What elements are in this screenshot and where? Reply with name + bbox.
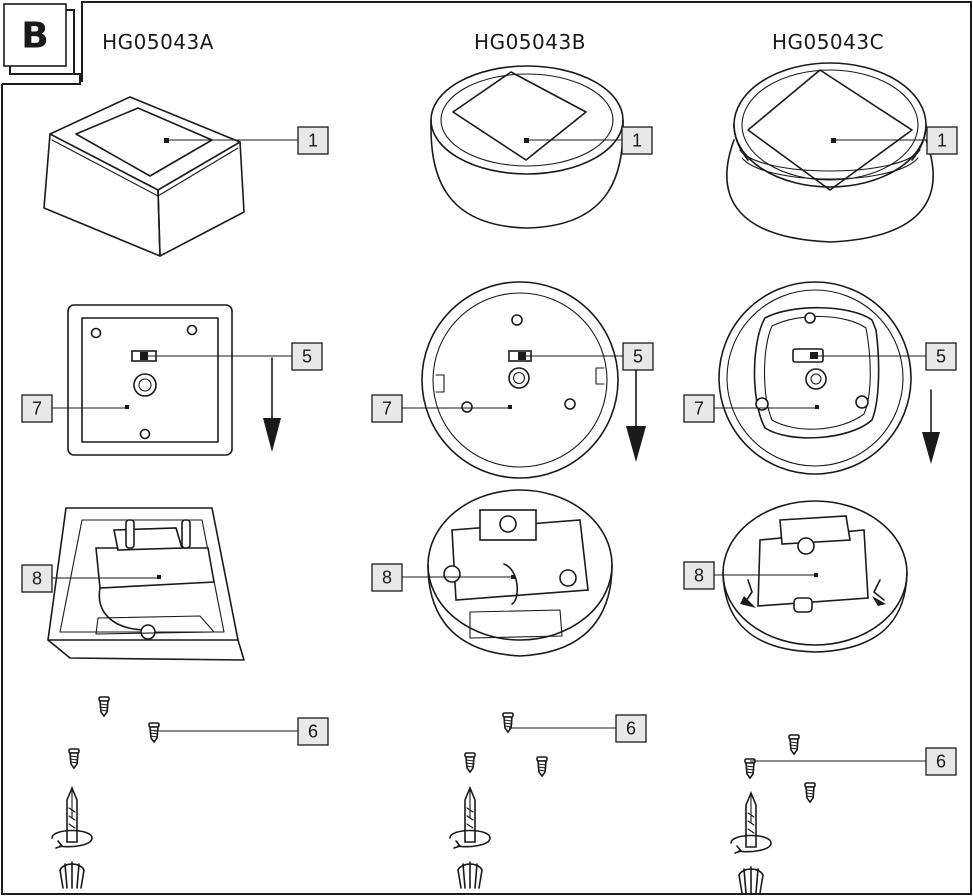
model-label-a: HG05043A (102, 30, 214, 54)
badge-box (3, 3, 67, 67)
callout-box-1c (926, 126, 958, 155)
callout-8-a: 8 (32, 569, 42, 589)
callout-6-b: 6 (626, 719, 636, 739)
model-b-top-view (430, 65, 624, 229)
callout-1-a: 1 (308, 131, 318, 151)
figure-badge: B (21, 16, 48, 57)
callout-box-8b (371, 563, 403, 592)
arrow-down-b (626, 359, 646, 462)
callout-7-b: 7 (382, 399, 392, 419)
callout-box-5c (925, 342, 957, 371)
callout-box-7c (683, 394, 715, 423)
solar-panel-point-b (524, 138, 529, 143)
model-b-battery-view (427, 489, 613, 657)
callout-box-8c (683, 561, 715, 590)
solar-panel-point-c (831, 138, 836, 143)
model-c-top-view (726, 62, 934, 243)
model-a-top-view (43, 96, 245, 257)
screwdriver-icon-c (730, 792, 772, 894)
callout-box-1a (297, 126, 329, 155)
screwdriver-icon-a (51, 787, 93, 889)
model-c-bottom-view (718, 281, 912, 475)
model-a-screws (68, 696, 160, 769)
callout-7-a: 7 (32, 399, 42, 419)
callout-box-6a (297, 717, 329, 746)
callout-8-c: 8 (694, 566, 704, 586)
model-a-battery-view (47, 507, 245, 661)
callout-8-b: 8 (382, 568, 392, 588)
model-b-bottom-view (421, 281, 619, 479)
callout-5-c: 5 (936, 347, 946, 367)
callout-1-b: 1 (632, 131, 642, 151)
callout-5-a: 5 (302, 347, 312, 367)
callout-6-a: 6 (308, 722, 318, 742)
model-b-screws (464, 712, 548, 777)
model-c-battery-view (722, 500, 908, 653)
callout-5-b: 5 (633, 347, 643, 367)
callout-box-5a (291, 342, 323, 371)
model-label-b: HG05043B (474, 30, 586, 54)
model-label-c: HG05043C (772, 30, 884, 54)
callout-1-c: 1 (937, 131, 947, 151)
callout-box-7b (371, 394, 403, 423)
callout-6-c: 6 (936, 752, 946, 772)
callout-box-5b (622, 342, 654, 371)
model-c-screws (744, 734, 816, 803)
solar-panel-point-a (164, 138, 169, 143)
callout-7-c: 7 (694, 399, 704, 419)
callout-box-6c (925, 747, 957, 776)
arrow-down-a (263, 357, 281, 452)
model-a-bottom-view (67, 304, 233, 456)
callout-box-1b (621, 126, 653, 155)
arrow-down-c (922, 389, 940, 464)
callout-box-6b (615, 714, 647, 743)
screwdriver-icon-b (449, 787, 491, 889)
